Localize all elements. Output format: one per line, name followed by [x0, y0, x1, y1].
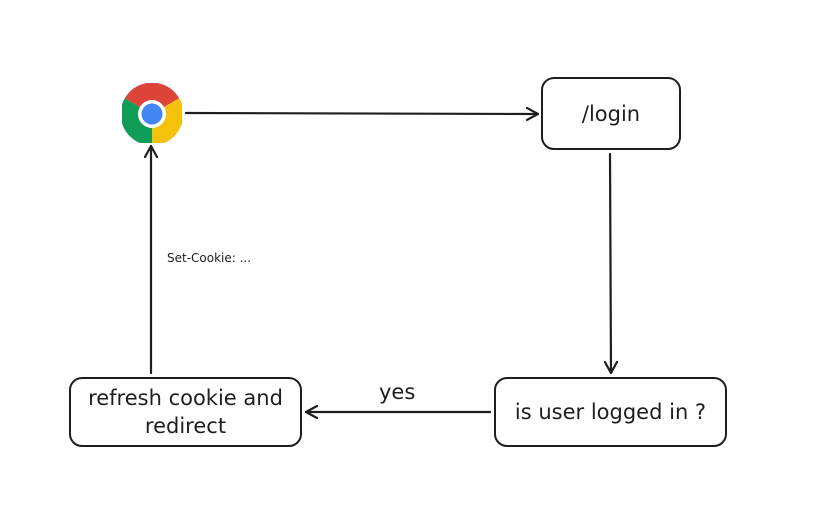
yes-edge-label: yes	[379, 380, 416, 404]
chrome-browser-icon	[122, 83, 182, 143]
login-node-label: /login	[581, 101, 641, 126]
logged-in-check-label: is user logged in ?	[514, 400, 707, 424]
arrow-login-to-check	[610, 152, 611, 375]
arrow-browser-to-login	[184, 113, 540, 114]
logged-in-check-node: is user logged in ?	[494, 377, 727, 447]
refresh-cookie-label: refresh cookie and redirect	[88, 386, 283, 438]
login-node: /login	[541, 77, 681, 150]
set-cookie-edge-label: Set-Cookie: ...	[167, 251, 252, 265]
refresh-cookie-node: refresh cookie and redirect	[69, 377, 302, 447]
